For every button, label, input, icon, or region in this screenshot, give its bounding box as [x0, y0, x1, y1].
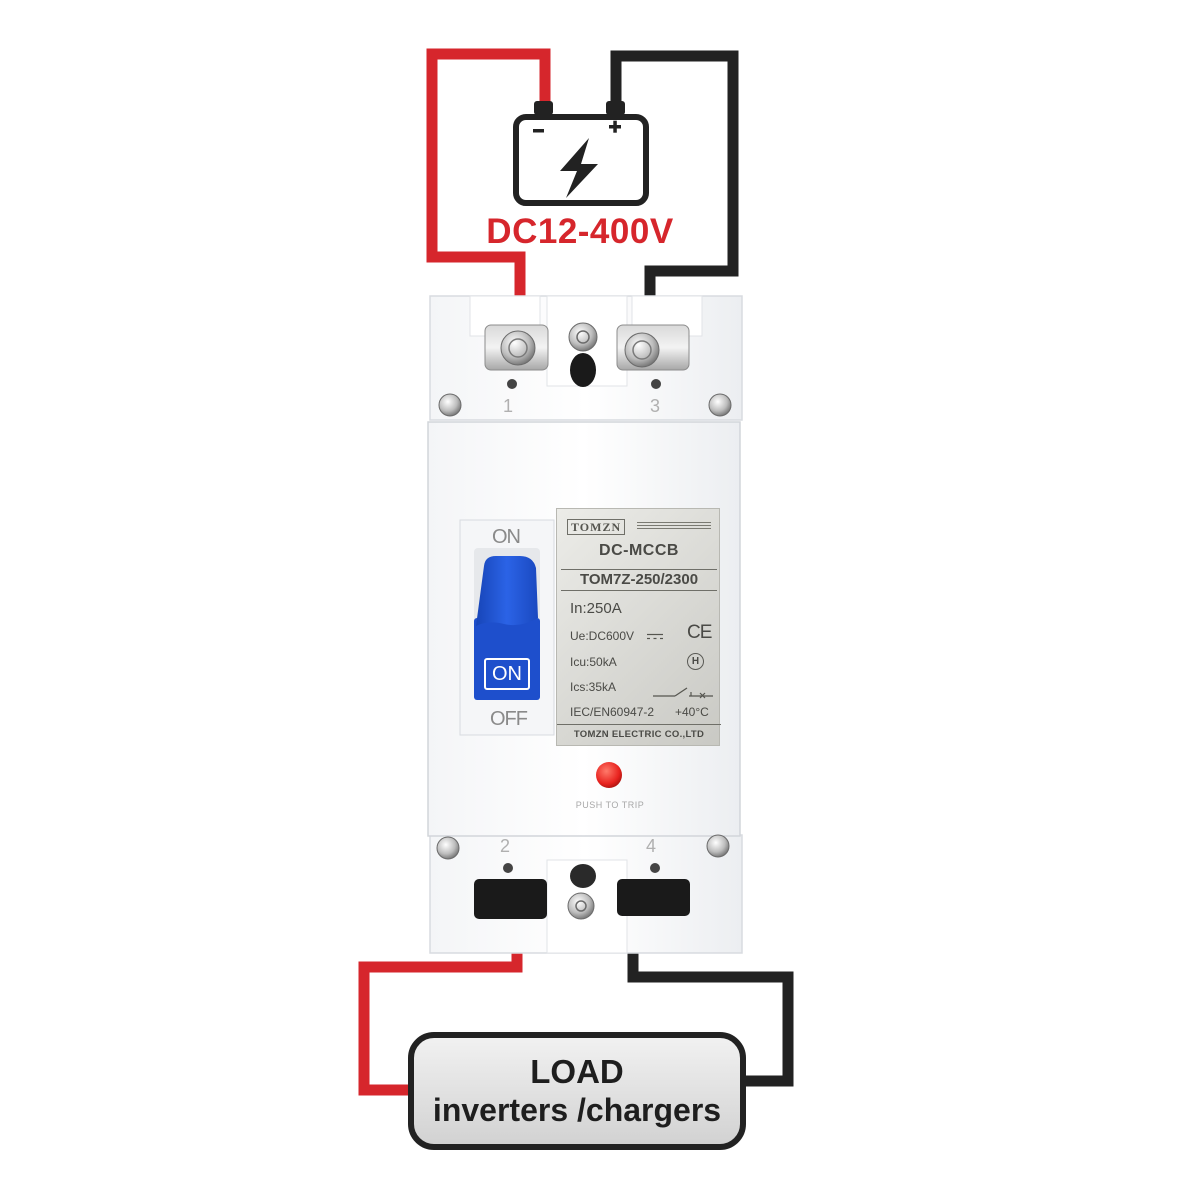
load-box: LOAD inverters /chargers — [408, 1032, 746, 1150]
lightning-icon — [560, 138, 598, 198]
supply-voltage-label: DC12-400V — [486, 212, 674, 251]
terminal-3-number: 3 — [650, 396, 661, 416]
dc-symbol-icon — [647, 633, 663, 640]
positive-load-wire — [627, 912, 794, 1087]
terminal-1 — [484, 324, 549, 389]
terminal-2 — [474, 863, 547, 919]
brand-lines — [637, 522, 711, 531]
temperature-rating: +40°C — [675, 705, 709, 719]
load-subtitle: inverters /chargers — [432, 1092, 722, 1128]
trip-button[interactable] — [596, 762, 622, 788]
breaker-symbol-icon — [653, 687, 713, 699]
terminal-2-number: 2 — [500, 836, 511, 856]
battery-icon — [513, 101, 649, 206]
switch-off-label: OFF — [490, 708, 528, 730]
ultimate-breaking-capacity: Icu:50kA — [570, 655, 617, 669]
positive-supply-wire — [610, 50, 739, 325]
rated-voltage: Ue:DC600V — [570, 629, 635, 643]
mount-screws — [436, 393, 732, 860]
push-to-trip-label: PUSH TO TRIP — [575, 800, 645, 810]
rated-current: In:250A — [570, 600, 622, 617]
handle-on-badge: ON — [484, 658, 530, 690]
center-mount-top — [568, 322, 598, 387]
load-title: LOAD — [530, 1053, 624, 1090]
center-mount-bottom — [567, 864, 596, 920]
terminal-4-number: 4 — [646, 836, 657, 856]
model-number: TOM7Z-250/2300 — [561, 569, 717, 591]
terminal-1-number: 1 — [503, 396, 514, 416]
nameplate: TOMZN DC-MCCB TOM7Z-250/2300 In:250A Ue:… — [556, 508, 721, 746]
brand-logo: TOMZN — [567, 519, 626, 535]
standard: IEC/EN60947-2 — [570, 705, 655, 719]
negative-supply-wire — [426, 48, 551, 325]
terminal-3 — [616, 324, 690, 389]
manufacturer: TOMZN ELECTRIC CO.,LTD — [557, 724, 721, 744]
certification-mark: H — [687, 653, 704, 670]
switch-on-label: ON — [492, 526, 521, 548]
ce-mark: CE — [687, 622, 712, 643]
service-breaking-capacity: Ics:35kA — [570, 680, 617, 694]
breaker-type: DC-MCCB — [599, 542, 679, 559]
terminal-4 — [617, 863, 690, 916]
